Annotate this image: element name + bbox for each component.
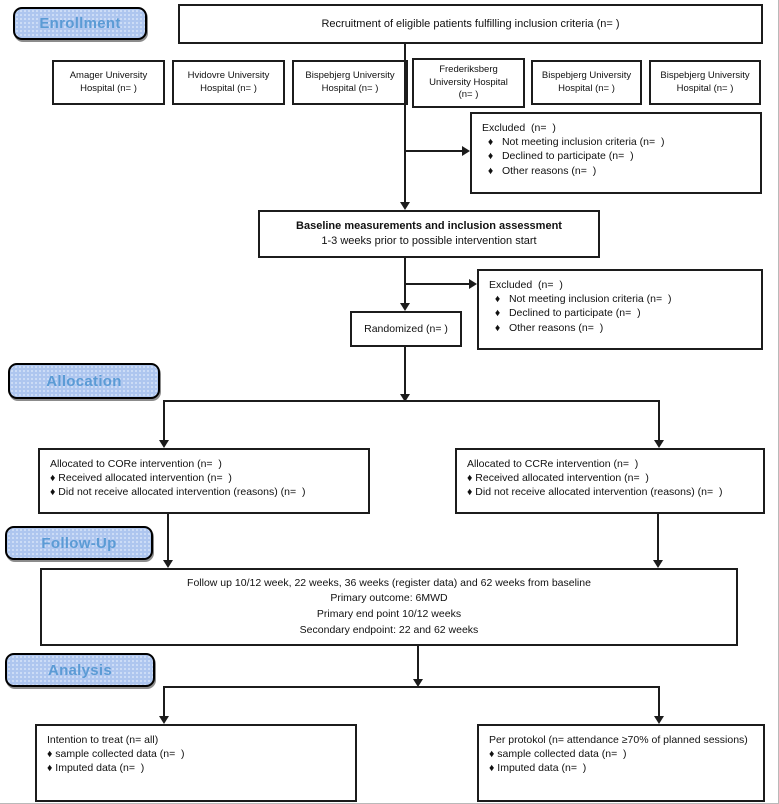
arrowhead-into-alloc-right (654, 440, 664, 448)
arrowhead-into-followup-right (653, 560, 663, 568)
line-allocation-split (163, 400, 660, 402)
arrowhead-into-excluded-top (462, 146, 470, 156)
allocation-box-core: Allocated to CORe intervention (n= ) ♦ R… (38, 448, 370, 514)
line-analysis-split (163, 686, 660, 688)
analysis-box-per-protocol: Per protokol (n= attendance ≥70% of plan… (477, 724, 765, 802)
line-split-to-analysis-right (658, 686, 660, 717)
baseline-box: Baseline measurements and inclusion asse… (258, 210, 600, 258)
allocation-box-ccre: Allocated to CCRe intervention (n= ) ♦ R… (455, 448, 765, 514)
arrowhead-into-randomized (400, 303, 410, 311)
hospital-box-hvidovre: Hvidovre University Hospital (n= ) (172, 60, 285, 105)
arrowhead-into-alloc-left (159, 440, 169, 448)
arrowhead-into-analysis-right (654, 716, 664, 724)
line-branch-excluded-top (405, 150, 463, 152)
arrowhead-analysis-split (413, 679, 423, 687)
excluded-box-mid: Excluded (n= ) ♦ Not meeting inclusion c… (477, 269, 763, 350)
arrowhead-into-excluded-mid (469, 279, 477, 289)
baseline-title: Baseline measurements and inclusion asse… (296, 220, 562, 233)
line-alloc-right-to-followup (657, 514, 659, 560)
line-split-to-analysis-left (163, 686, 165, 717)
line-split-to-alloc-left (163, 400, 165, 440)
hospital-box-frederiksberg: Frederiksberg University Hospital (n= ) (412, 58, 525, 108)
arrowhead-into-analysis-left (159, 716, 169, 724)
hospital-box-bispebjerg-3: Bispebjerg University Hospital (n= ) (649, 60, 761, 105)
arrowhead-into-baseline (400, 202, 410, 210)
randomized-box: Randomized (n= ) (350, 311, 462, 347)
stage-label-allocation: Allocation (8, 363, 160, 399)
line-alloc-left-to-followup (167, 514, 169, 560)
analysis-box-itt: Intention to treat (n= all) ♦ sample col… (35, 724, 357, 802)
baseline-subtitle: 1-3 weeks prior to possible intervention… (321, 235, 537, 247)
line-followup-to-split (417, 646, 419, 680)
followup-box: Follow up 10/12 week, 22 weeks, 36 weeks… (40, 568, 738, 646)
stage-label-enrollment: Enrollment (13, 7, 147, 40)
hospital-box-amager: Amager University Hospital (n= ) (52, 60, 165, 105)
line-split-to-alloc-right (658, 400, 660, 440)
arrowhead-allocation-split (400, 394, 410, 402)
hospital-box-bispebjerg-1: Bispebjerg University Hospital (n= ) (292, 60, 408, 105)
line-branch-excluded-mid (405, 283, 469, 285)
line-randomized-to-split (404, 347, 406, 394)
line-baseline-to-randomized (404, 258, 406, 303)
hospital-box-bispebjerg-2: Bispebjerg University Hospital (n= ) (531, 60, 642, 105)
arrowhead-into-followup-left (163, 560, 173, 568)
excluded-box-top: Excluded (n= ) ♦ Not meeting inclusion c… (470, 112, 762, 194)
line-recruitment-to-baseline (404, 44, 406, 203)
recruitment-box: Recruitment of eligible patients fulfill… (178, 4, 763, 44)
stage-label-analysis: Analysis (5, 653, 155, 687)
stage-label-followup: Follow-Up (5, 526, 153, 560)
